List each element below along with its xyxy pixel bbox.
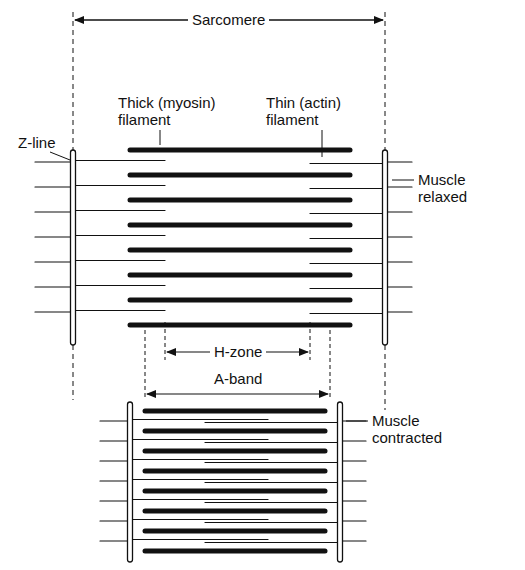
thin-filament <box>100 420 130 421</box>
thin-filament <box>385 161 412 162</box>
thick-filament <box>145 509 325 514</box>
dashed-guide <box>145 330 146 400</box>
z-line-disc <box>383 150 388 345</box>
thin-filament <box>130 499 268 500</box>
part-label: Thick (myosin) filament <box>118 94 236 128</box>
thin-filament <box>205 422 340 423</box>
thin-filament <box>310 263 385 264</box>
part-label: Thin (actin) filament <box>266 94 374 128</box>
thin-filament <box>73 210 165 211</box>
thin-filament <box>130 459 268 460</box>
thick-filament <box>130 298 350 303</box>
thick-filament <box>145 429 325 434</box>
thin-filament <box>385 261 412 262</box>
thin-filament <box>130 519 268 520</box>
thin-filament <box>385 236 412 237</box>
thick-filament <box>130 148 350 153</box>
thin-filament <box>35 186 73 187</box>
dashed-guide <box>165 322 166 360</box>
thin-filament <box>73 310 165 311</box>
thin-filament <box>205 462 340 463</box>
thick-filament <box>145 549 325 554</box>
thin-filament <box>340 500 366 501</box>
leader-line <box>322 130 323 157</box>
thin-filament <box>35 236 73 237</box>
dashed-guide <box>330 330 331 400</box>
thin-filament <box>73 185 165 186</box>
thick-filament <box>145 409 325 414</box>
part-label: Z-line <box>18 134 56 151</box>
thin-filament <box>340 420 366 421</box>
thick-filament <box>130 323 350 328</box>
thin-filament <box>340 520 366 521</box>
state-label: Muscle contracted <box>372 412 482 446</box>
thin-filament <box>35 211 73 212</box>
thin-filament <box>100 500 130 501</box>
thin-filament <box>130 419 268 420</box>
thin-filament <box>100 460 130 461</box>
thin-filament <box>100 520 130 521</box>
a-band-arrow <box>147 393 328 394</box>
thick-filament <box>130 173 350 178</box>
thin-filament <box>385 286 412 287</box>
leader-line <box>50 152 70 160</box>
thin-filament <box>130 479 268 480</box>
thin-filament <box>310 213 385 214</box>
dimension-label: Sarcomere <box>188 11 269 28</box>
thin-filament <box>205 482 340 483</box>
thin-filament <box>340 540 366 541</box>
z-line-disc <box>128 402 133 562</box>
thin-filament <box>100 480 130 481</box>
thin-filament <box>73 285 165 286</box>
thin-filament <box>205 522 340 523</box>
thin-filament <box>310 238 385 239</box>
dashed-guide <box>310 322 311 360</box>
thick-filament <box>145 489 325 494</box>
thin-filament <box>340 460 366 461</box>
thin-filament <box>35 311 73 312</box>
thin-filament <box>73 160 165 161</box>
zone-label: H-zone <box>210 343 266 360</box>
thick-filament <box>130 273 350 278</box>
thin-filament <box>100 440 130 441</box>
thin-filament <box>205 542 340 543</box>
thin-filament <box>340 440 366 441</box>
thin-filament <box>340 480 366 481</box>
thin-filament <box>130 539 268 540</box>
thick-filament <box>145 469 325 474</box>
thin-filament <box>130 439 268 440</box>
state-label: Muscle relaxed <box>418 171 506 205</box>
thin-filament <box>385 311 412 312</box>
thin-filament <box>100 540 130 541</box>
zone-label: A-band <box>210 370 266 387</box>
thin-filament <box>35 261 73 262</box>
thin-filament <box>310 313 385 314</box>
thin-filament <box>73 260 165 261</box>
thin-filament <box>35 161 73 162</box>
thin-filament <box>73 235 165 236</box>
thin-filament <box>385 211 412 212</box>
leader-line <box>392 180 414 181</box>
z-line-disc <box>71 150 76 345</box>
leader-line <box>160 130 161 145</box>
thin-filament <box>310 288 385 289</box>
z-line-disc <box>338 402 343 562</box>
thin-filament <box>385 186 412 187</box>
thin-filament <box>205 442 340 443</box>
thick-filament <box>130 248 350 253</box>
thin-filament <box>205 502 340 503</box>
thick-filament <box>145 529 325 534</box>
thick-filament <box>130 198 350 203</box>
thick-filament <box>145 449 325 454</box>
thin-filament <box>310 163 385 164</box>
thin-filament <box>35 286 73 287</box>
thick-filament <box>130 223 350 228</box>
thin-filament <box>310 188 385 189</box>
